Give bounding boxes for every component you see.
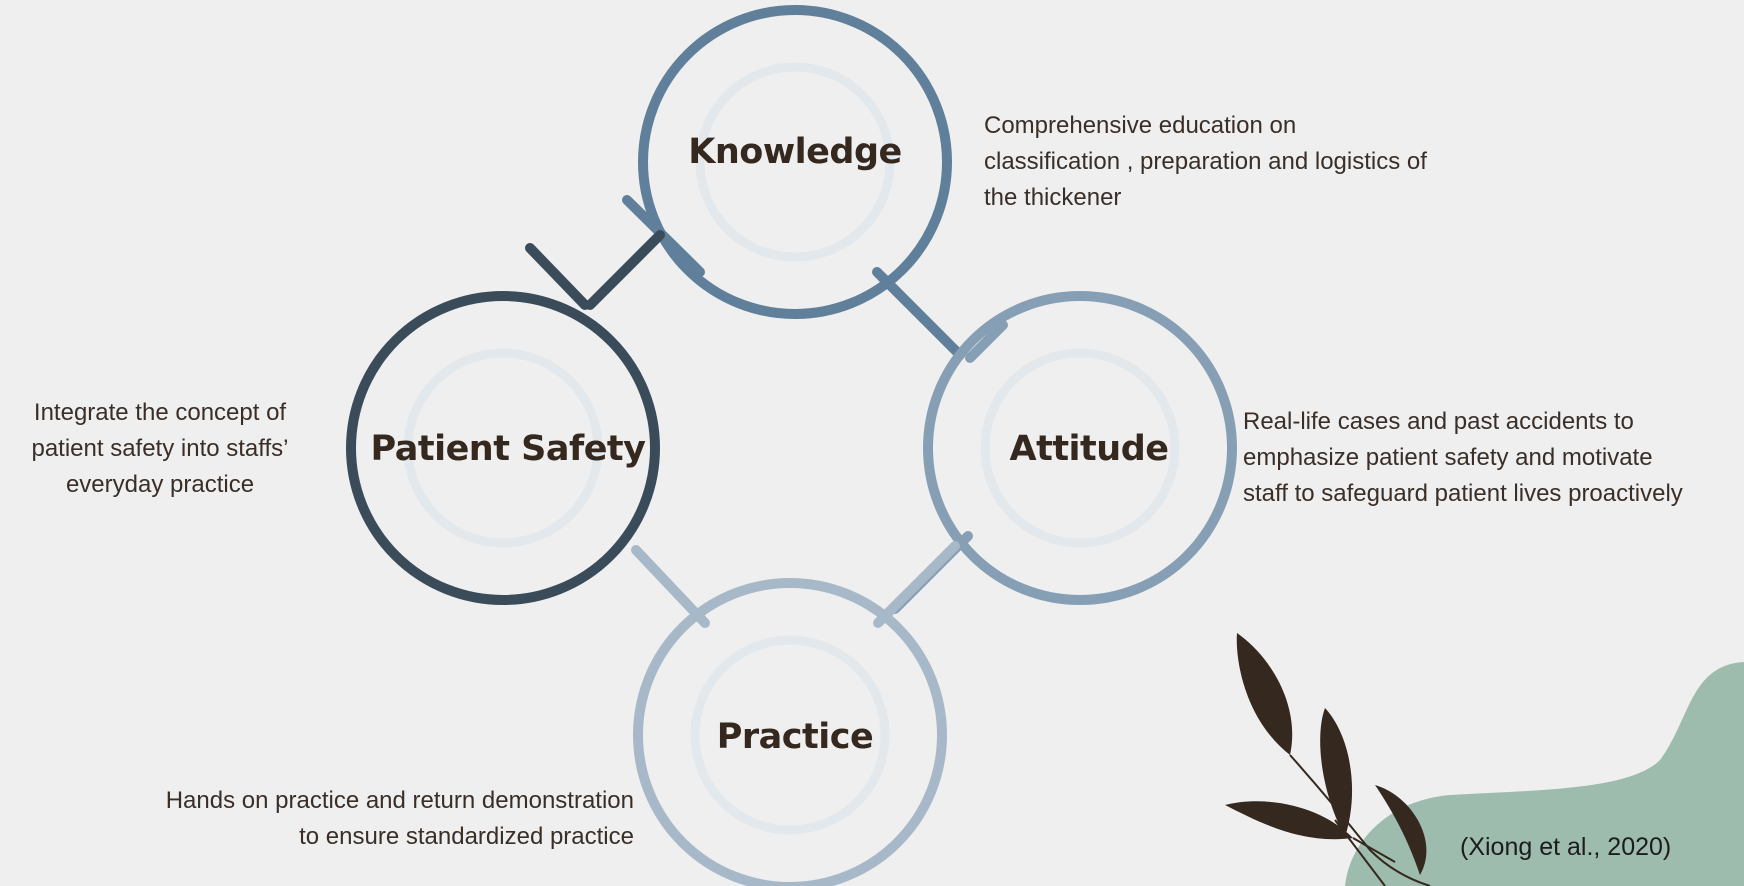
- inner-ring: [980, 348, 1180, 548]
- practice-node: [631, 541, 960, 886]
- description-line: emphasize patient safety and motivate: [1243, 444, 1653, 471]
- description-line: to ensure standardized practice: [299, 823, 634, 850]
- connector-stem: [525, 243, 590, 310]
- knowledge-label: Knowledge: [688, 132, 902, 172]
- patient-safety-description: Integrate the concept of patient safety …: [8, 395, 312, 503]
- patient-safety-node: [346, 230, 665, 605]
- knowledge-description: Comprehensive education on classificatio…: [984, 108, 1427, 216]
- leaf-branch-icon: [1225, 633, 1431, 886]
- outer-ring: [923, 291, 1237, 605]
- attitude-description: Real-life cases and past accidents to em…: [1243, 404, 1683, 512]
- inner-ring: [403, 348, 603, 548]
- description-line: Comprehensive education on: [984, 112, 1297, 139]
- connector-stem: [965, 320, 1008, 363]
- description-line: Hands on practice and return demonstrati…: [165, 787, 634, 814]
- description-line: Integrate the concept of: [33, 399, 287, 426]
- description-line: staff to safeguard patient lives proacti…: [1243, 480, 1683, 507]
- description-line: patient safety into staffs’: [31, 435, 289, 462]
- patient-safety-label: Patient Safety: [370, 429, 646, 469]
- connector-stem: [872, 267, 965, 360]
- practice-description: Hands on practice and return demonstrati…: [90, 783, 634, 855]
- outer-ring: [633, 578, 947, 886]
- outer-ring: [638, 5, 952, 319]
- inner-ring: [690, 635, 890, 835]
- description-line: everyday practice: [65, 471, 255, 498]
- practice-label: Practice: [716, 717, 874, 757]
- attitude-label: Attitude: [1009, 429, 1170, 469]
- inner-ring: [695, 62, 895, 262]
- citation: (Xiong et al., 2020): [1460, 833, 1672, 861]
- connector-stem: [631, 545, 710, 628]
- description-line: Real-life cases and past accidents to: [1243, 408, 1634, 435]
- description-line: classification , preparation and logisti…: [984, 148, 1427, 175]
- connector-stem: [873, 541, 960, 628]
- decorative-blob: [1345, 662, 1744, 886]
- description-line: the thickener: [984, 184, 1122, 211]
- knowledge-node: [622, 5, 965, 360]
- outer-ring: [346, 291, 660, 605]
- connector-stem: [585, 230, 665, 310]
